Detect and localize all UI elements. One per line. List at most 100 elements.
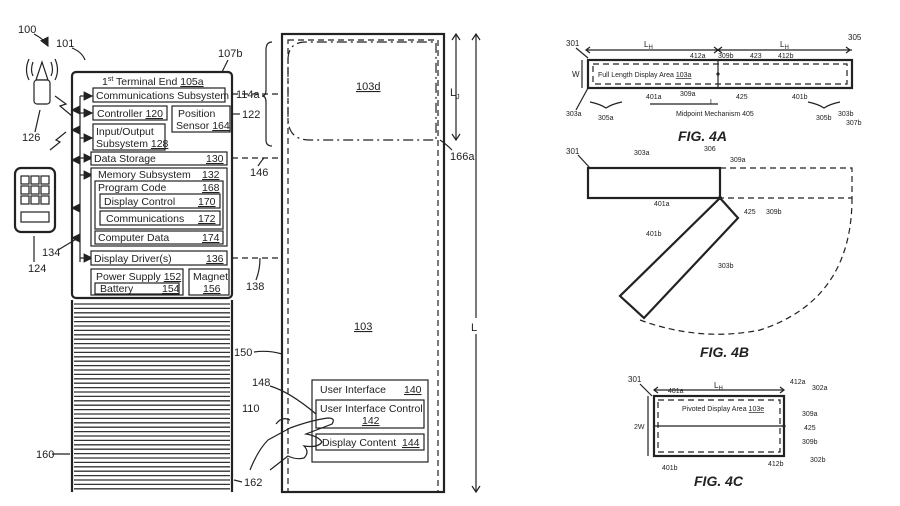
- battery-block: [94, 282, 180, 295]
- display-hatching: [74, 303, 230, 490]
- communications-ref: 172: [198, 213, 216, 225]
- leader-107b: [221, 59, 229, 73]
- user-interface-ref: 140: [404, 384, 422, 396]
- leader-148: [269, 385, 317, 415]
- leader-162: [233, 479, 243, 483]
- label-103: 103: [354, 321, 372, 333]
- io-subsystem-block: [92, 123, 166, 151]
- 4a-brace-305b: [807, 101, 841, 109]
- communications-label: Communications: [106, 213, 184, 225]
- power-supply-label: Power Supply 152: [96, 271, 181, 283]
- ref-126: 126: [22, 132, 40, 144]
- 4a-ref-401b: 401b: [792, 94, 808, 101]
- io-subsystem-label-2: Subsystem 128: [96, 138, 169, 150]
- leader-101: [71, 47, 86, 61]
- 4a-midpoint: [716, 72, 720, 76]
- position-sensor-label-1: Position: [178, 108, 216, 120]
- 4b-swing-arc: [639, 197, 853, 335]
- fig-left: 100 101 107b 126: [13, 24, 484, 494]
- battery-ref: 154: [162, 283, 180, 295]
- 4a-ref-w: W: [572, 70, 580, 79]
- 4a-display-inner: [592, 63, 848, 85]
- fig-4b: 301 303a 306 309a 401a 425 309b 401b 303…: [566, 146, 853, 360]
- 4b-ref-303a: 303a: [634, 150, 650, 157]
- user-interface-label: User Interface: [320, 384, 386, 396]
- 4a-ref-425: 425: [736, 94, 748, 101]
- 4c-ref-302b: 302b: [810, 457, 826, 464]
- 4a-ref-412a: 412a: [690, 53, 706, 60]
- data-storage-block: [90, 151, 228, 166]
- leader-126: [34, 109, 41, 133]
- display-content-ref: 144: [402, 437, 420, 449]
- 4a-ref-303b: 303b: [838, 111, 854, 118]
- dim-l-arrows: [471, 32, 481, 494]
- 4c-ref-309a: 309a: [802, 411, 818, 418]
- wireless-signal-icon-2: [49, 131, 67, 151]
- ui-control-label-2: 142: [362, 415, 380, 427]
- 4a-ref-301: 301: [566, 39, 580, 48]
- memory-subsystem-ref: 132: [202, 169, 220, 181]
- ref-100: 100: [18, 24, 36, 36]
- leader-134: [57, 237, 79, 251]
- computer-data-ref: 174: [202, 232, 220, 244]
- program-code-label: Program Code: [98, 182, 166, 194]
- 4a-ref-423: 423: [750, 53, 762, 60]
- display-drivers-label: Display Driver(s): [94, 253, 172, 265]
- dim-lj-arrows: [451, 32, 461, 142]
- ref-101: 101: [56, 38, 74, 50]
- 4a-ref-401a: 401a: [646, 94, 662, 101]
- 4a-full-length-label: Full Length Display Area 103a: [598, 72, 692, 79]
- battery-label: Battery: [100, 283, 134, 295]
- 4a-ref-303a: 303a: [566, 111, 582, 118]
- comms-subsystem-label: Communications Subsystem: [96, 90, 229, 102]
- ref-122: 122: [242, 109, 260, 121]
- ref-150: 150: [234, 347, 252, 359]
- magnet-block: [188, 268, 230, 296]
- 4b-ref-401b: 401b: [646, 231, 662, 238]
- 4c-ref-412b: 412b: [768, 461, 784, 468]
- wireless-signal-icon: [54, 95, 73, 117]
- 4c-dim-arrows: [653, 386, 785, 394]
- display-content-block: [315, 433, 425, 451]
- ref-107b: 107b: [218, 48, 242, 60]
- 4c-ref-309b: 309b: [802, 439, 818, 446]
- fig-4c: 301 401a LH 412a 302a Pivoted Display Ar…: [628, 375, 828, 489]
- 4a-ref-309b: 309b: [718, 53, 734, 60]
- 4c-ref-lh: LH: [714, 381, 723, 392]
- ui-control-block: [315, 399, 425, 429]
- display-area-outline: [287, 39, 439, 493]
- ref-166a: 166a: [450, 151, 475, 163]
- leader-100: [33, 33, 49, 48]
- 4c-ref-425: 425: [804, 425, 816, 432]
- display-drivers-ref: 136: [206, 253, 224, 265]
- 4c-leader-301: [639, 383, 653, 397]
- 4a-ref-309a: 309a: [680, 91, 696, 98]
- memory-subsystem-label: Memory Subsystem: [98, 169, 191, 181]
- leader-138: [255, 257, 261, 281]
- magnet-label-2: 156: [203, 283, 221, 295]
- ref-110: 110: [242, 403, 260, 415]
- ref-134: 134: [42, 247, 60, 259]
- brace-top: [261, 41, 273, 147]
- program-code-ref: 168: [202, 182, 220, 194]
- leader-166a: [439, 139, 453, 151]
- 4a-leader-301: [575, 47, 589, 59]
- 4a-ref-305: 305: [848, 33, 862, 42]
- fig-4a: 301 305 LH LH 412a 309b 423 412b Full Le…: [566, 33, 862, 144]
- 4b-ref-309b: 309b: [766, 209, 782, 216]
- fig-4b-caption: FIG. 4B: [700, 344, 749, 360]
- ref-lj: LJ: [450, 87, 460, 101]
- housing-outline: [70, 70, 234, 300]
- 4c-ref-401a: 401a: [668, 388, 684, 395]
- magnet-label-1: Magnet: [193, 271, 228, 283]
- display-area-103d: [287, 41, 437, 141]
- 4c-ref-2w: 2W: [634, 424, 645, 431]
- position-sensor-label-2: Sensor 164: [176, 120, 230, 132]
- ref-160: 160: [36, 449, 54, 461]
- data-storage-label: Data Storage: [94, 153, 156, 165]
- 4c-pivoted-label: Pivoted Display Area 103e: [682, 406, 764, 413]
- 4a-dim-arrows: [585, 46, 851, 54]
- label-103d: 103d: [356, 81, 380, 93]
- fig-4a-caption: FIG. 4A: [678, 128, 727, 144]
